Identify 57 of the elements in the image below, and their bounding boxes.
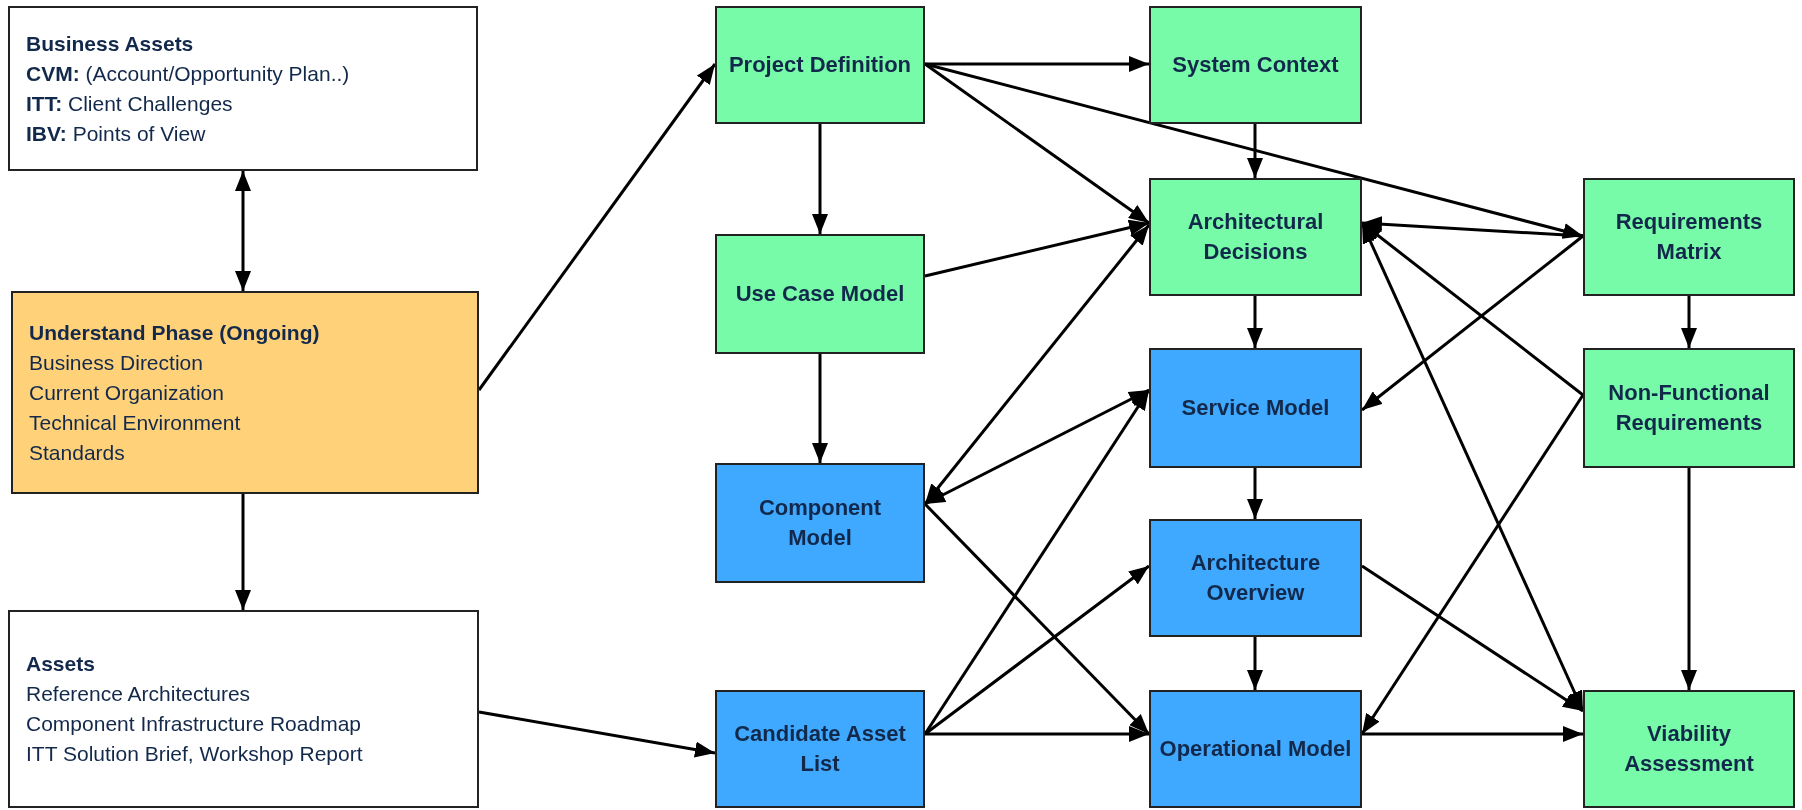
arrow	[812, 354, 828, 463]
process-box	[715, 234, 925, 354]
info-box	[11, 291, 479, 494]
process-box	[1149, 519, 1362, 637]
arrow	[1681, 296, 1697, 348]
box-label: Operational Model	[1159, 735, 1352, 763]
arrow	[478, 710, 716, 758]
process-box	[715, 6, 925, 124]
box-label: Requirements Matrix	[1614, 208, 1764, 266]
box-heading: Assets	[26, 651, 95, 677]
box-label: Project Definition	[728, 51, 912, 79]
box-label: Non-Functional Requirements	[1607, 379, 1771, 437]
box-label: Component Model	[757, 494, 883, 552]
process-box	[1149, 348, 1362, 468]
arrow	[924, 564, 1150, 736]
box-label: Architecture Overview	[1189, 549, 1322, 607]
process-box	[715, 690, 925, 808]
list-item: CVM: (Account/Opportunity Plan..)	[26, 60, 350, 87]
list-item: Current Organization	[29, 379, 224, 406]
process-box	[715, 463, 925, 583]
arrow	[235, 171, 251, 291]
process-box	[1149, 690, 1362, 808]
arrow	[1247, 296, 1263, 348]
list-item: Technical Environment	[29, 409, 241, 436]
list-item: ITT: Client Challenges	[26, 90, 233, 117]
arrow	[1247, 468, 1263, 519]
box-label: Candidate Asset List	[733, 720, 907, 778]
box-label: Service Model	[1181, 394, 1330, 422]
arrow	[1247, 124, 1263, 178]
arrow	[924, 388, 1150, 506]
box-heading: Understand Phase (Ongoing)	[29, 319, 320, 346]
box-heading: Business Assets	[26, 30, 194, 57]
list-item: Reference Architectures	[26, 681, 251, 707]
process-box	[1149, 178, 1362, 296]
list-item: Standards	[29, 439, 125, 466]
process-box	[1149, 6, 1362, 124]
arrow	[1362, 726, 1583, 742]
arrow	[1681, 468, 1697, 690]
arrow	[925, 726, 1149, 742]
box-label: System Context	[1172, 51, 1339, 79]
process-box	[1583, 690, 1795, 808]
process-box	[1583, 348, 1795, 468]
arrow	[1361, 564, 1584, 713]
box-label: Architectural Decisions	[1186, 208, 1325, 266]
arrow	[235, 494, 251, 610]
box-label: Use Case Model	[735, 280, 905, 308]
list-item: ITT Solution Brief, Workshop Report	[26, 741, 363, 767]
list-item: Business Direction	[29, 349, 203, 376]
info-box	[8, 610, 479, 808]
list-item: IBV: Points of View	[26, 120, 206, 147]
process-box	[1583, 178, 1795, 296]
arrow	[1247, 637, 1263, 690]
arrow	[924, 219, 1150, 278]
box-label: Viability Assessment	[1623, 720, 1755, 778]
info-box	[8, 6, 478, 171]
list-item: Component Infrastructure Roadmap	[26, 711, 361, 737]
arrow	[812, 124, 828, 234]
